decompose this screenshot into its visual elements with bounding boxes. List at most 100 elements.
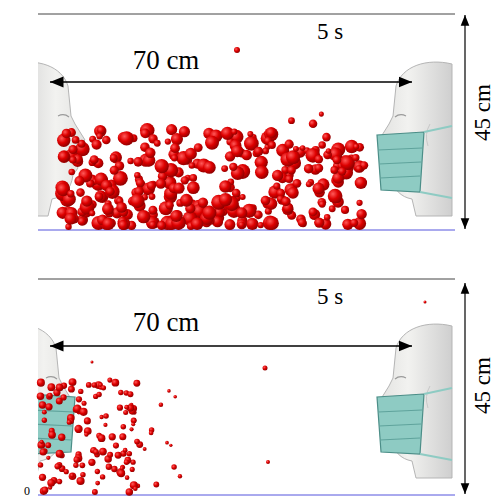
- droplet: [56, 450, 64, 458]
- droplet: [170, 143, 180, 153]
- droplet: [133, 380, 140, 387]
- droplet: [96, 133, 102, 139]
- droplet: [58, 434, 65, 441]
- droplet: [318, 141, 326, 149]
- droplet: [341, 206, 349, 214]
- distance-arrow: [50, 345, 412, 347]
- droplet: [127, 451, 133, 457]
- droplet: [62, 129, 71, 138]
- droplet: [319, 201, 326, 208]
- droplet: [147, 181, 156, 190]
- droplet: [38, 462, 43, 467]
- droplet: [424, 301, 427, 304]
- droplet: [202, 206, 216, 220]
- droplet: [262, 148, 269, 155]
- droplet: [173, 182, 184, 193]
- droplet: [124, 405, 129, 410]
- droplet: [273, 183, 280, 190]
- droplet: [73, 457, 80, 464]
- droplet: [136, 178, 145, 187]
- droplet: [47, 393, 52, 398]
- droplet: [123, 410, 128, 415]
- droplet: [78, 217, 86, 225]
- droplet: [123, 448, 128, 453]
- droplet: [263, 366, 268, 371]
- droplets: [37, 301, 427, 496]
- droplet: [171, 155, 178, 162]
- face-mask: [377, 126, 452, 198]
- droplet: [255, 166, 269, 180]
- droplet: [157, 221, 166, 230]
- droplet: [219, 180, 231, 192]
- distance-label: 70 cm: [131, 47, 202, 74]
- droplet: [92, 140, 102, 150]
- droplet: [42, 487, 49, 494]
- droplet: [119, 131, 133, 145]
- droplet: [107, 452, 113, 458]
- droplet: [266, 460, 270, 464]
- droplet: [234, 47, 240, 53]
- droplet: [353, 144, 359, 150]
- distance-arrow: [50, 81, 412, 83]
- droplet: [178, 474, 182, 478]
- droplet: [76, 396, 82, 402]
- droplet: [103, 413, 109, 419]
- droplet: [285, 175, 293, 183]
- droplet: [117, 405, 123, 411]
- droplet: [110, 154, 118, 162]
- droplet: [314, 217, 324, 227]
- droplet: [149, 221, 157, 229]
- droplet: [76, 477, 84, 485]
- droplet: [73, 463, 78, 468]
- droplet: [132, 418, 137, 423]
- droplet: [84, 432, 88, 436]
- droplet: [46, 456, 50, 460]
- droplet: [285, 140, 294, 149]
- droplet: [106, 187, 115, 196]
- droplet: [68, 169, 75, 176]
- droplet: [304, 164, 314, 174]
- droplet: [309, 119, 318, 128]
- droplet: [82, 401, 87, 406]
- droplet: [319, 112, 324, 117]
- height-label: 45 cm: [470, 82, 493, 143]
- droplet: [64, 469, 69, 474]
- droplet: [326, 148, 331, 153]
- droplet: [300, 145, 306, 151]
- droplet: [111, 466, 117, 472]
- droplet: [189, 162, 195, 168]
- droplet: [231, 129, 237, 135]
- droplet: [287, 166, 296, 175]
- droplet: [356, 209, 366, 219]
- droplet: [120, 466, 124, 470]
- droplet: [118, 220, 128, 230]
- droplet: [93, 449, 99, 455]
- droplet: [306, 181, 312, 187]
- droplet: [254, 147, 264, 157]
- droplet: [268, 141, 276, 149]
- droplet: [58, 150, 71, 163]
- droplet: [102, 218, 114, 230]
- droplet: [37, 392, 44, 399]
- droplet: [205, 136, 219, 150]
- droplet: [120, 465, 125, 470]
- droplet: [137, 210, 150, 223]
- droplet: [315, 155, 324, 164]
- droplet: [97, 126, 105, 134]
- droplet: [173, 395, 177, 399]
- droplet: [100, 474, 105, 479]
- droplet: [128, 391, 134, 397]
- droplet: [98, 434, 106, 442]
- droplet: [95, 190, 107, 202]
- droplet: [113, 443, 119, 449]
- droplet: [84, 417, 91, 424]
- droplet: [180, 194, 193, 207]
- droplet: [352, 154, 360, 162]
- droplet: [355, 177, 367, 189]
- droplet: [106, 464, 112, 470]
- droplet: [56, 384, 64, 392]
- droplet: [42, 418, 47, 423]
- droplet: [126, 488, 133, 495]
- droplet: [58, 151, 69, 162]
